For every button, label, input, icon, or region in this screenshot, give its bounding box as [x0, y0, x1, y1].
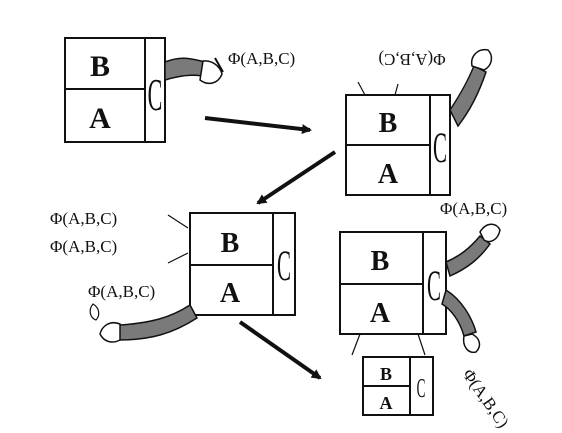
box-3-label-c: C — [277, 242, 291, 290]
box-3-operator-label-1: Φ(A,B,C) — [50, 209, 117, 228]
box-4-label-c: C — [427, 262, 441, 310]
box-3-label-a: A — [220, 278, 241, 309]
arrow-3 — [238, 320, 322, 380]
machine-box-2: B A C Φ(A,B,C) — [345, 48, 493, 196]
box-2-label-b: B — [379, 108, 398, 139]
box-3-arm — [89, 303, 198, 343]
box-3-label-b: B — [221, 228, 240, 259]
box-3-operator-label-2: Φ(A,B,C) — [50, 237, 117, 256]
box-2-operator-label: Φ(A,B,C) — [378, 50, 445, 69]
arrow-2 — [256, 150, 337, 205]
machine-box-4: B A C Φ(A,B,C) — [339, 199, 507, 356]
box-1-label-b: B — [90, 50, 110, 83]
box-5-label-a: A — [380, 393, 393, 413]
box-5-operator-label: Φ(A,B,C) — [459, 365, 513, 431]
box-2-arm — [449, 48, 493, 128]
box-4-arm — [441, 223, 501, 354]
machine-box-1: B A C Φ(A,B,C) — [64, 37, 295, 143]
machine-box-3: B A C Φ(A,B,C) Φ(A,B,C) Φ(A,B,C) — [50, 209, 296, 343]
box-1-arm — [164, 57, 224, 85]
box-4-operator-label-1: Φ(A,B,C) — [440, 199, 507, 218]
box-5-label-c: C — [417, 373, 426, 404]
box-2-label-c: C — [433, 124, 447, 172]
box-3-operator-label-3: Φ(A,B,C) — [88, 282, 155, 301]
box-1-label-a: A — [89, 102, 111, 135]
box-5-label-b: B — [380, 364, 392, 384]
box-1-operator-label: Φ(A,B,C) — [228, 49, 295, 68]
machine-box-5: B A C Φ(A,B,C) — [362, 356, 513, 431]
box-4-label-a: A — [370, 298, 391, 329]
box-2-label-a: A — [378, 159, 399, 190]
box-4-label-b: B — [371, 246, 390, 277]
arrow-1 — [204, 116, 312, 135]
box-1-label-c: C — [148, 69, 163, 120]
